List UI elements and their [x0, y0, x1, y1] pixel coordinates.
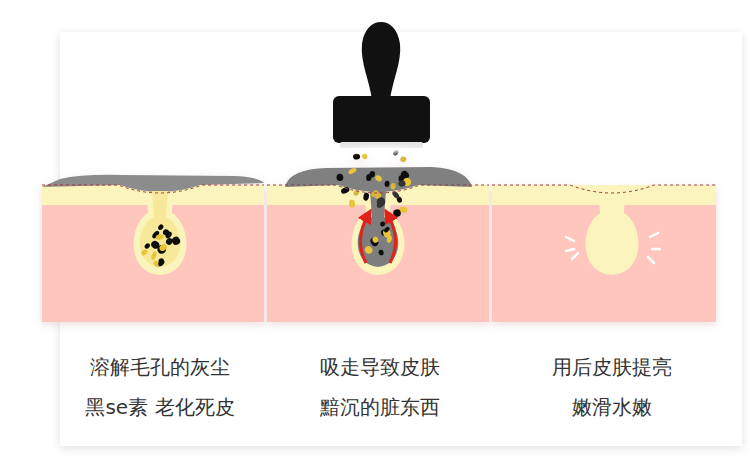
dirt-particle — [363, 245, 374, 255]
skin-panel — [42, 175, 264, 322]
suction-arrow — [388, 215, 396, 263]
dirt-particle — [336, 173, 343, 181]
dirt-particle — [170, 235, 181, 246]
dirt-particle — [158, 243, 168, 252]
dirt-particle — [375, 196, 387, 208]
device-glow — [331, 144, 431, 156]
dirt-particle — [352, 189, 360, 197]
dirt-particle — [144, 242, 151, 250]
pore-content — [358, 191, 399, 267]
dirt-particle — [378, 250, 383, 256]
pore — [570, 185, 654, 275]
caption-text: 用后皮肤提亮 嫩滑水嫩 — [522, 347, 702, 427]
sparkle — [652, 248, 660, 251]
pore — [336, 185, 420, 275]
device — [331, 22, 431, 156]
surface-line — [267, 185, 489, 193]
dirt-particle — [140, 248, 148, 256]
dirt-particle — [370, 189, 379, 198]
surface-line — [492, 185, 716, 193]
sparkle — [572, 253, 578, 259]
dirt-particle — [390, 183, 395, 190]
dermis — [267, 185, 489, 322]
dirt-particle — [369, 236, 380, 247]
dirt-particle — [380, 221, 385, 227]
device-head — [333, 96, 430, 143]
sparkle — [566, 237, 574, 241]
dirt-particle — [386, 235, 393, 244]
pore-content — [140, 191, 181, 267]
dirt-particle — [371, 236, 379, 244]
caption-text: 溶解毛孔的灰尘 黑se素 老化死皮 — [70, 347, 250, 427]
card — [60, 32, 742, 446]
dirt-particle — [162, 228, 170, 236]
surface-line — [42, 185, 264, 193]
dirt-particle — [348, 167, 358, 175]
dirt-particle — [400, 156, 407, 163]
dirt-particle — [366, 174, 372, 181]
sparkle — [648, 257, 654, 263]
dirt-particle — [349, 200, 356, 208]
dirt-particle — [155, 233, 164, 240]
dermis — [492, 185, 716, 322]
skin-panel — [492, 185, 716, 322]
dermis — [42, 185, 264, 322]
dirt-particle — [150, 251, 157, 261]
suction-arrow — [360, 215, 368, 263]
dirt-particle — [392, 209, 401, 218]
dirt-particle — [158, 258, 165, 265]
dirt-particle — [374, 174, 383, 183]
dirt-particle — [384, 181, 389, 187]
sparkle — [650, 233, 658, 237]
dirt-layer — [42, 175, 264, 192]
dirt-particle — [363, 192, 370, 201]
caption-text: 吸走导致皮肤 黯沉的脏东西 — [290, 347, 470, 427]
sparkle — [566, 249, 574, 251]
dirt-particle — [398, 180, 406, 187]
pore — [118, 185, 202, 275]
device-handle — [362, 22, 401, 100]
dirt-lifted — [285, 167, 472, 192]
dirt-particle — [391, 190, 400, 200]
dirt-particle — [383, 226, 390, 234]
dirt-particle — [157, 223, 164, 231]
skin-panel — [267, 150, 489, 322]
